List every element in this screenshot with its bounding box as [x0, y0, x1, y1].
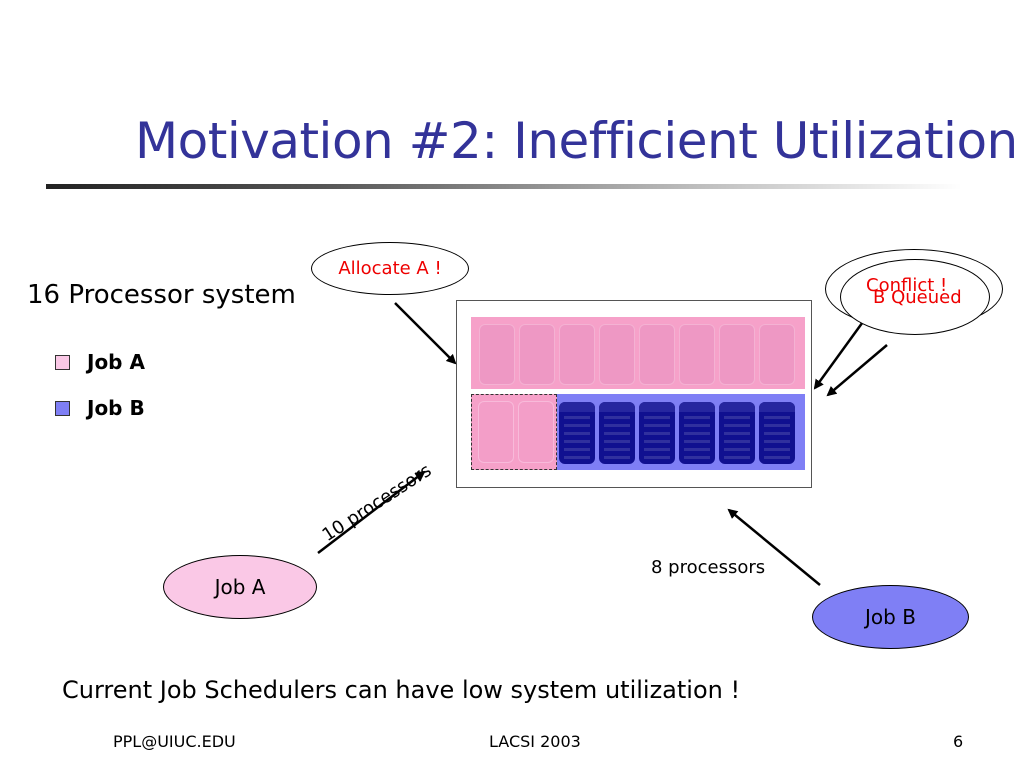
footer-page-number: 6 [953, 732, 964, 751]
processor-cell [639, 324, 675, 385]
arrow-allocate [394, 302, 457, 365]
callout-conflict-inner [840, 259, 990, 335]
job-b-node: Job B [812, 585, 969, 649]
footer-organization: PPL@UIUC.EDU [113, 732, 236, 751]
job-b-label: Job B [865, 605, 916, 629]
processor-cell [679, 324, 715, 385]
processor-cell [719, 324, 755, 385]
title-divider [46, 184, 962, 189]
processor-cell [479, 324, 515, 385]
processor-row-top [471, 317, 805, 389]
legend-label-job-b: Job B [87, 396, 145, 420]
slide-title: Motivation #2: Inefficient Utilization [135, 112, 1018, 170]
processor-cell-job-b [759, 402, 795, 464]
footer-event: LACSI 2003 [489, 732, 581, 751]
legend-item-job-a: Job A [55, 349, 145, 375]
processor-cell [478, 401, 514, 463]
processor-cell [519, 324, 555, 385]
processor-cell-job-b [639, 402, 675, 464]
processor-cell [599, 324, 635, 385]
job-b-processor-count: 8 processors [651, 557, 766, 578]
legend-swatch-job-a [55, 354, 70, 370]
callout-conflict-text: Conflict ! [866, 275, 948, 296]
processor-cell-job-b [719, 402, 755, 464]
processor-cell-job-b [599, 402, 635, 464]
job-a-label: Job A [214, 575, 266, 599]
job-a-node: Job A [163, 555, 317, 619]
processor-cell [559, 324, 595, 385]
legend-item-job-b: Job B [55, 395, 145, 421]
job-a-overlap-region [471, 394, 557, 470]
legend-swatch-job-b [55, 400, 70, 416]
processor-cell-job-b [559, 402, 595, 464]
legend-label-job-a: Job A [87, 350, 145, 374]
system-label: 16 Processor system [27, 280, 296, 310]
processor-cell-job-b [679, 402, 715, 464]
job-a-processor-count: 10 processors [318, 459, 436, 546]
processor-cell [518, 401, 554, 463]
callout-allocate: Allocate A ! [311, 242, 469, 295]
arrow-queued [826, 344, 888, 397]
utilization-note: Current Job Schedulers can have low syst… [62, 676, 741, 704]
callout-allocate-text: Allocate A ! [338, 258, 442, 279]
processor-cell [759, 324, 795, 385]
callout-queued-text: B Queued [873, 287, 962, 308]
